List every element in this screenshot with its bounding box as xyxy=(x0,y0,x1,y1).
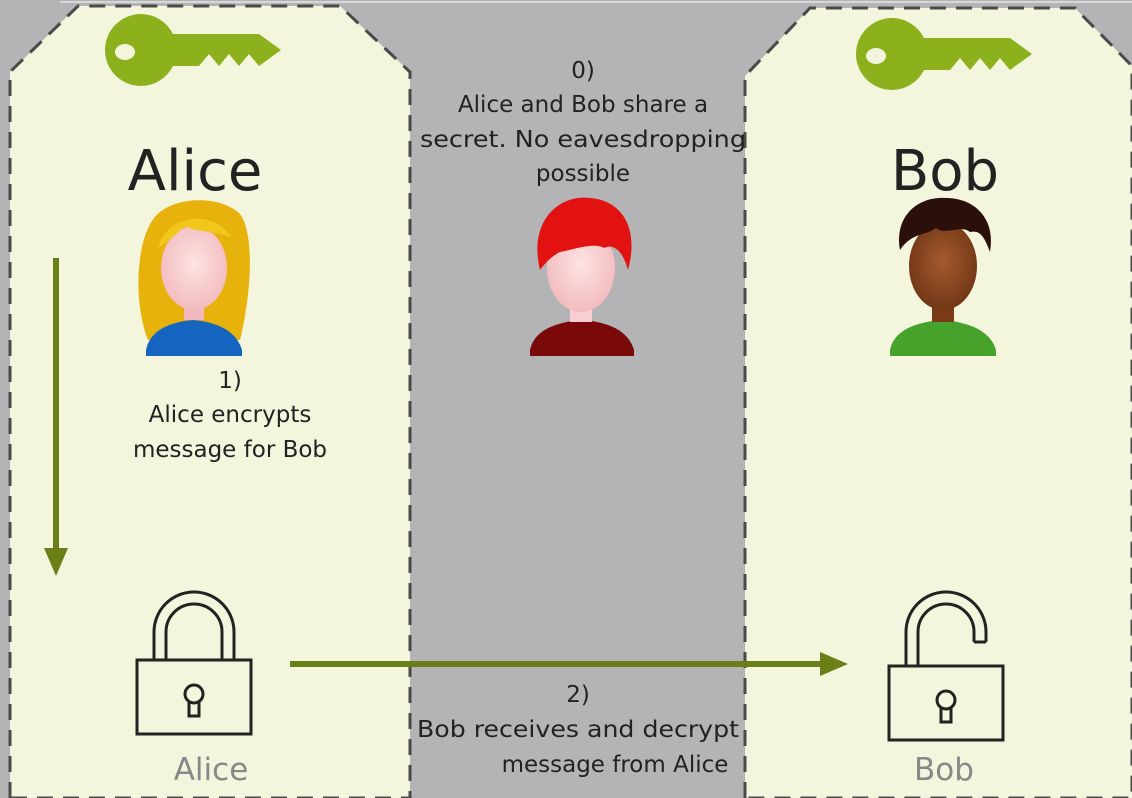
step-0-number: 0) xyxy=(571,58,595,84)
encrypt-arrow-head xyxy=(44,548,68,576)
step-2-line-1: Bob receives and decrypt xyxy=(417,717,739,743)
step-1-line-1: Alice encrypts xyxy=(149,402,312,428)
transfer-arrow-head xyxy=(820,652,848,676)
step-2-number: 2) xyxy=(566,682,590,708)
bob-name: Bob xyxy=(891,139,999,204)
step-2-line-2: message from Alice xyxy=(502,752,729,778)
alice-padlock-caption: Alice xyxy=(174,752,249,788)
unlocked-padlock-icon xyxy=(887,590,1005,742)
alice-name: Alice xyxy=(128,139,263,204)
bob-panel xyxy=(743,6,1132,798)
alice-panel xyxy=(8,4,412,798)
eavesdropper-avatar-icon xyxy=(530,197,634,356)
step-1-line-2: message for Bob xyxy=(133,437,327,463)
step-0-line-1: Alice and Bob share a xyxy=(458,92,708,118)
locked-padlock-icon xyxy=(135,590,253,736)
male-avatar-icon xyxy=(890,197,996,356)
step-1-number: 1) xyxy=(218,368,242,394)
key-icon xyxy=(105,14,281,86)
key-icon xyxy=(856,18,1032,90)
female-avatar-icon xyxy=(138,200,250,356)
step-0-line-2: secret. No eavesdropping xyxy=(420,127,746,153)
bob-padlock-caption: Bob xyxy=(914,752,974,788)
step-0-line-3: possible xyxy=(536,161,630,187)
